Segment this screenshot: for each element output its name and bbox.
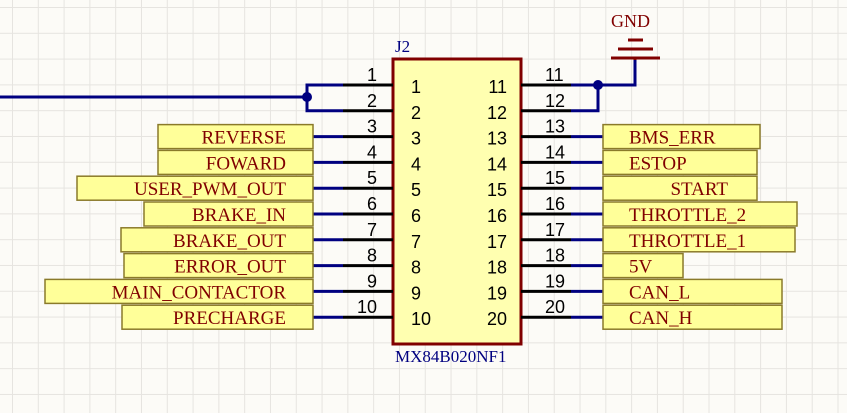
net-label-text: THROTTLE_2 [629, 205, 746, 226]
net-label-brake_out[interactable] [120, 227, 314, 253]
net-label-text: MAIN_CONTACTOR [112, 282, 287, 303]
pin-number-inner: 3 [411, 129, 421, 149]
net-label-text: 5V [629, 257, 653, 278]
net-label-text: USER_PWM_OUT [134, 179, 286, 200]
pin-number-outer: 8 [367, 246, 377, 266]
net-label-can_l[interactable] [602, 278, 783, 305]
net-label-5v[interactable] [602, 252, 684, 279]
net-label-brake_in[interactable] [143, 201, 314, 227]
net-label-text: ESTOP [629, 153, 687, 174]
pin-number-inner: 11 [488, 77, 507, 97]
net-label-throttle_1[interactable] [602, 227, 796, 253]
pin-number-inner: 20 [487, 309, 507, 329]
pin-number-outer: 2 [367, 91, 377, 111]
pin-number-outer: 15 [545, 168, 565, 188]
wire [571, 60, 637, 87]
gnd-label: GND [611, 11, 650, 31]
net-label-text: CAN_H [629, 308, 693, 329]
designator-label: J2 [395, 37, 410, 56]
pin-number-inner: 4 [411, 154, 421, 174]
pin-number-inner: 9 [411, 283, 421, 303]
net-label-bms_err[interactable] [602, 123, 761, 150]
pin-number-outer: 1 [367, 65, 377, 85]
pin-number-outer: 3 [367, 117, 377, 137]
pin-number-inner: 10 [411, 309, 431, 329]
junction-dot [302, 92, 312, 102]
net-label-throttle_2[interactable] [602, 201, 798, 227]
pin-number-inner: 2 [411, 103, 421, 123]
pin-number-inner: 7 [411, 232, 421, 252]
net-label-precharge[interactable] [121, 304, 314, 330]
pin-number-outer: 9 [367, 271, 377, 291]
net-label-error_out[interactable] [123, 252, 314, 279]
net-label-text: PRECHARGE [173, 308, 286, 329]
net-label-reverse[interactable] [157, 123, 314, 150]
net-label-text: THROTTLE_1 [629, 231, 746, 252]
pin-number-outer: 19 [545, 271, 565, 291]
wire [305, 97, 343, 113]
net-label-main_contactor[interactable] [44, 278, 314, 305]
wire [571, 85, 600, 113]
pin-number-outer: 5 [367, 168, 377, 188]
pin-number-inner: 15 [487, 180, 507, 200]
net-label-text: REVERSE [202, 128, 286, 149]
pin-number-outer: 11 [545, 65, 564, 85]
net-label-can_h[interactable] [602, 304, 783, 330]
pin-number-inner: 17 [487, 232, 507, 252]
pin-number-outer: 17 [545, 220, 565, 240]
pin-number-outer: 16 [545, 194, 565, 214]
wire [0, 83, 343, 99]
net-label-text: ERROR_OUT [174, 257, 286, 278]
net-label-start[interactable] [602, 175, 758, 201]
net-label-text: START [670, 179, 728, 200]
part-number-label: MX84B020NF1 [395, 347, 506, 366]
pin-number-inner: 19 [487, 283, 507, 303]
net-label-foward[interactable] [157, 149, 314, 176]
pin-number-outer: 6 [367, 194, 377, 214]
pin-number-outer: 13 [545, 117, 565, 137]
net-label-text: CAN_L [629, 282, 690, 303]
pin-number-outer: 4 [367, 142, 377, 162]
net-label-text: BRAKE_OUT [173, 231, 286, 252]
pin-number-outer: 20 [545, 297, 565, 317]
pin-number-inner: 18 [487, 258, 507, 278]
connector-body [391, 57, 523, 346]
pin-number-inner: 5 [411, 180, 421, 200]
pin-number-inner: 12 [487, 103, 507, 123]
pin-number-inner: 6 [411, 206, 421, 226]
pin-number-inner: 13 [487, 129, 507, 149]
net-label-user_pwm_out[interactable] [76, 175, 314, 201]
pin-number-inner: 8 [411, 258, 421, 278]
pin-number-inner: 14 [487, 154, 507, 174]
pin-number-outer: 10 [357, 297, 377, 317]
net-label-estop[interactable] [602, 149, 758, 176]
pin-number-outer: 18 [545, 246, 565, 266]
pin-number-outer: 12 [545, 91, 565, 111]
pin-number-inner: 1 [411, 77, 421, 97]
net-label-text: BMS_ERR [629, 128, 716, 149]
pin-number-outer: 7 [367, 220, 377, 240]
net-label-text: BRAKE_IN [192, 205, 286, 226]
pin-number-inner: 16 [487, 206, 507, 226]
net-label-text: FOWARD [206, 153, 286, 174]
junction-dot [593, 80, 603, 90]
pin-number-outer: 14 [545, 142, 565, 162]
